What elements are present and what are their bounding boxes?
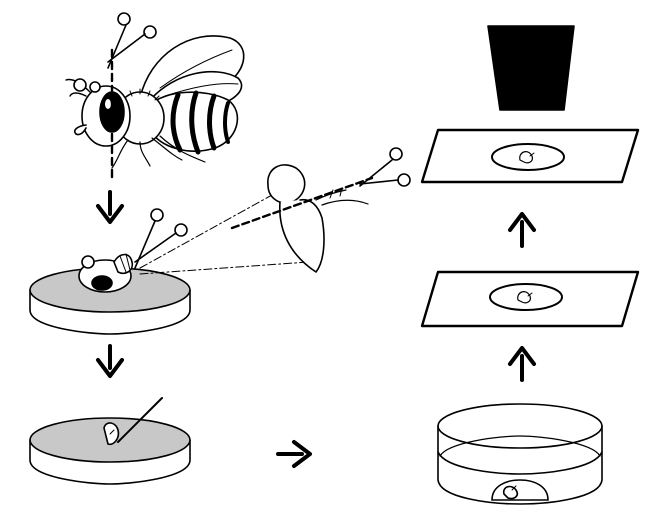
- tissue-in-dish: [491, 479, 549, 501]
- scissors-icon: [107, 12, 157, 69]
- microscope-objective-icon: [487, 25, 575, 111]
- arrow-down-icon: [96, 344, 124, 378]
- petri-dish-with-lid: [437, 403, 603, 505]
- arrow-up-icon: [508, 346, 536, 382]
- magnified-gland: [230, 147, 411, 273]
- dissecting-needle: [117, 397, 163, 443]
- petri-dish-with-head: [29, 208, 191, 335]
- arrow-down-icon: [96, 190, 124, 224]
- petri-dish-with-tissue: [29, 397, 191, 485]
- magnification-lines: [139, 194, 309, 275]
- arrow-up-icon: [508, 212, 536, 248]
- scissors-icon: [134, 208, 188, 269]
- microscope-slide-under-objective: [420, 128, 640, 184]
- microscope-slide: [420, 270, 640, 328]
- gland-cut-line: [230, 176, 374, 230]
- bee-illustration: [65, 35, 245, 180]
- arrow-right-icon: [276, 440, 312, 468]
- tissue-fragment: [103, 422, 120, 446]
- scissors-icon: [359, 147, 411, 187]
